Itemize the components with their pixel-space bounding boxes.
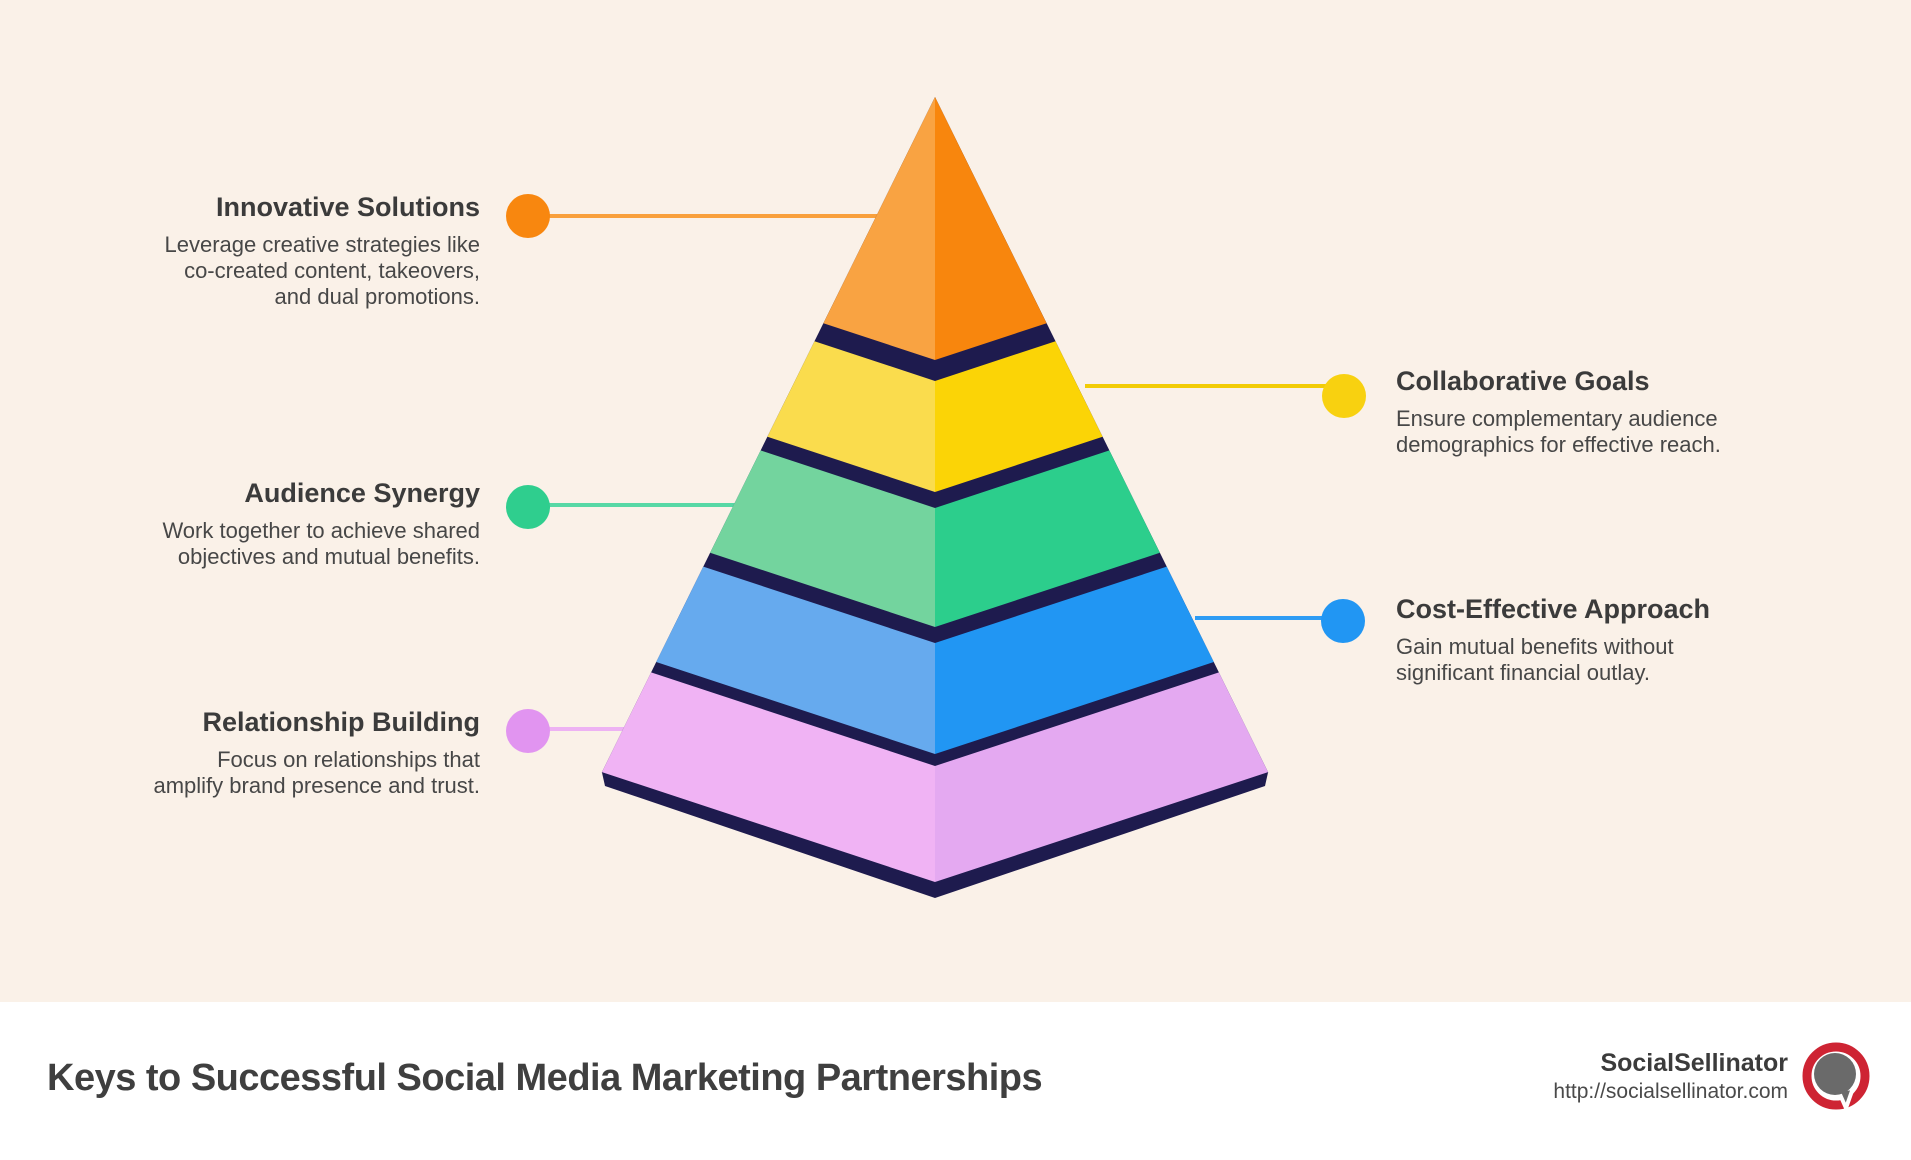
infographic-title: Keys to Successful Social Media Marketin… xyxy=(47,1057,1043,1099)
pyramid-face-left-innovative-solutions xyxy=(823,97,935,360)
label-collaborative-goals: Collaborative Goals Ensure complementary… xyxy=(1396,364,1796,458)
label-description: Focus on relationships that amplify bran… xyxy=(153,747,480,798)
label-title: Cost-Effective Approach xyxy=(1396,594,1711,624)
pyramid-face-right-cost-effective-approach xyxy=(935,566,1214,754)
brand-logo xyxy=(1802,1042,1870,1110)
label-description: Leverage creative strategies like co-cre… xyxy=(164,232,481,309)
dot-collaborative-goals xyxy=(1322,374,1366,418)
dot-innovative-solutions xyxy=(506,194,550,238)
brand-name: SocialSellinator xyxy=(1600,1049,1788,1077)
pyramid-face-right-audience-synergy xyxy=(935,450,1160,627)
label-description: Ensure complementary audience demographi… xyxy=(1396,406,1721,457)
label-audience-synergy: Audience Synergy Work together to achiev… xyxy=(80,476,480,570)
pyramid-face-left-relationship-building xyxy=(601,672,935,882)
dot-audience-synergy xyxy=(506,485,550,529)
pyramid-face-left-collaborative-goals xyxy=(767,341,935,492)
dot-relationship-building xyxy=(506,709,550,753)
label-description: Work together to achieve shared objectiv… xyxy=(162,518,480,569)
label-title: Innovative Solutions xyxy=(215,192,480,222)
label-cost-effective-approach: Cost-Effective Approach Gain mutual bene… xyxy=(1396,592,1796,686)
footer-bar xyxy=(0,1002,1911,1160)
brand-url: http://socialsellinator.com xyxy=(1553,1080,1788,1103)
brand-block: SocialSellinator http://socialsellinator… xyxy=(1553,1048,1788,1106)
pyramid-face-left-cost-effective-approach xyxy=(656,566,935,754)
pyramid-face-right-collaborative-goals xyxy=(935,341,1103,492)
dot-cost-effective-approach xyxy=(1321,599,1365,643)
pyramid-face-right-relationship-building xyxy=(935,672,1269,882)
pyramid-face-right-innovative-solutions xyxy=(935,97,1047,360)
label-title: Relationship Building xyxy=(202,707,481,737)
pyramid-face-left-audience-synergy xyxy=(710,450,935,627)
label-title: Audience Synergy xyxy=(244,478,480,508)
label-title: Collaborative Goals xyxy=(1396,366,1650,396)
logo-speech-bubble-icon xyxy=(1814,1053,1856,1095)
label-relationship-building: Relationship Building Focus on relations… xyxy=(80,705,480,799)
label-innovative-solutions: Innovative Solutions Leverage creative s… xyxy=(80,190,481,310)
label-description: Gain mutual benefits without significant… xyxy=(1396,634,1674,685)
